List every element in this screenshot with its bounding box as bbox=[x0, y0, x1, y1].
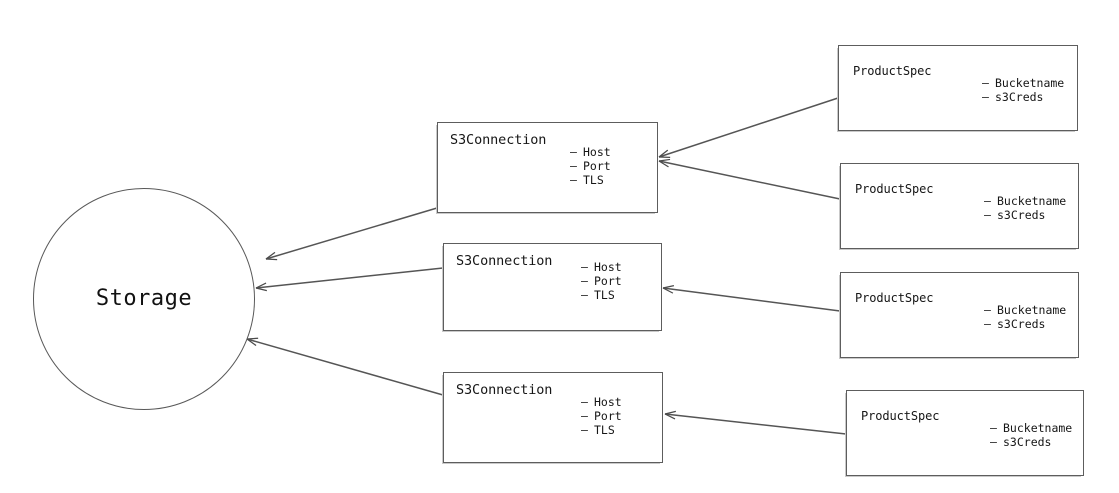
s3connection-node-1[interactable]: S3Connection –Host –Port –TLS bbox=[437, 122, 658, 213]
dash-icon: – bbox=[581, 288, 588, 302]
dash-icon: – bbox=[570, 159, 577, 173]
storage-circle-node[interactable]: Storage bbox=[33, 188, 255, 410]
attr-row: –Bucketname bbox=[982, 76, 1064, 90]
storage-label: Storage bbox=[95, 285, 193, 311]
productspec-node-3[interactable]: ProductSpec –Bucketname –s3Creds bbox=[840, 272, 1079, 358]
attr-label: Bucketname bbox=[1003, 421, 1073, 435]
arrow-group bbox=[246, 97, 847, 435]
attr-row: –s3Creds bbox=[990, 435, 1072, 449]
arrow-conn1-to-storage bbox=[265, 207, 438, 261]
productspec-title-4: ProductSpec bbox=[861, 409, 940, 423]
attr-label: s3Creds bbox=[997, 208, 1046, 222]
attr-row: –Host bbox=[581, 260, 622, 274]
attr-row: –Port bbox=[570, 159, 611, 173]
attr-row: –Bucketname bbox=[990, 421, 1072, 435]
dash-icon: – bbox=[581, 409, 588, 423]
dash-icon: – bbox=[990, 421, 997, 435]
s3connection-attrs-3: –Host –Port –TLS bbox=[581, 395, 622, 437]
productspec-title-3: ProductSpec bbox=[855, 291, 934, 305]
dash-icon: – bbox=[570, 173, 577, 187]
dash-icon: – bbox=[570, 145, 577, 159]
s3connection-node-3[interactable]: S3Connection –Host –Port –TLS bbox=[443, 372, 663, 463]
attr-row: –s3Creds bbox=[984, 317, 1066, 331]
s3connection-attrs-1: –Host –Port –TLS bbox=[570, 145, 611, 187]
productspec-attrs-3: –Bucketname –s3Creds bbox=[984, 303, 1066, 331]
attr-row: –Host bbox=[570, 145, 611, 159]
attr-row: –s3Creds bbox=[984, 208, 1066, 222]
productspec-node-2[interactable]: ProductSpec –Bucketname –s3Creds bbox=[840, 163, 1079, 249]
productspec-title-1: ProductSpec bbox=[853, 64, 932, 78]
dash-icon: – bbox=[581, 423, 588, 437]
productspec-attrs-1: –Bucketname –s3Creds bbox=[982, 76, 1064, 104]
arrow-spec2-to-conn1 bbox=[658, 158, 841, 200]
attr-label: Port bbox=[594, 409, 622, 423]
attr-row: –TLS bbox=[581, 423, 622, 437]
arrow-spec1-to-conn1 bbox=[658, 97, 839, 158]
attr-row: –Bucketname bbox=[984, 194, 1066, 208]
arrow-conn2-to-storage bbox=[255, 267, 444, 292]
attr-row: –Port bbox=[581, 274, 622, 288]
attr-label: s3Creds bbox=[1003, 435, 1052, 449]
attr-label: TLS bbox=[594, 288, 615, 302]
dash-icon: – bbox=[581, 395, 588, 409]
attr-label: Host bbox=[583, 145, 611, 159]
attr-label: TLS bbox=[583, 173, 604, 187]
attr-row: –TLS bbox=[581, 288, 622, 302]
attr-label: Host bbox=[594, 260, 622, 274]
dash-icon: – bbox=[982, 76, 989, 90]
attr-row: –Host bbox=[581, 395, 622, 409]
attr-row: –TLS bbox=[570, 173, 611, 187]
dash-icon: – bbox=[581, 260, 588, 274]
attr-label: s3Creds bbox=[995, 90, 1044, 104]
dash-icon: – bbox=[982, 90, 989, 104]
dash-icon: – bbox=[984, 194, 991, 208]
s3connection-title-1: S3Connection bbox=[450, 132, 547, 148]
s3connection-title-3: S3Connection bbox=[456, 382, 553, 398]
dash-icon: – bbox=[581, 274, 588, 288]
attr-label: Bucketname bbox=[995, 76, 1065, 90]
dash-icon: – bbox=[984, 303, 991, 317]
attr-label: Port bbox=[583, 159, 611, 173]
arrow-conn3-to-storage bbox=[246, 337, 444, 396]
productspec-node-4[interactable]: ProductSpec –Bucketname –s3Creds bbox=[846, 390, 1084, 476]
s3connection-node-2[interactable]: S3Connection –Host –Port –TLS bbox=[443, 243, 662, 331]
attr-label: Bucketname bbox=[997, 303, 1067, 317]
attr-label: Host bbox=[594, 395, 622, 409]
productspec-title-2: ProductSpec bbox=[855, 182, 934, 196]
attr-row: –s3Creds bbox=[982, 90, 1064, 104]
productspec-node-1[interactable]: ProductSpec –Bucketname –s3Creds bbox=[838, 45, 1078, 131]
productspec-attrs-4: –Bucketname –s3Creds bbox=[990, 421, 1072, 449]
arrow-spec4-to-conn3 bbox=[664, 410, 847, 435]
s3connection-title-2: S3Connection bbox=[456, 253, 553, 269]
dash-icon: – bbox=[984, 208, 991, 222]
s3connection-attrs-2: –Host –Port –TLS bbox=[581, 260, 622, 302]
attr-label: Port bbox=[594, 274, 622, 288]
attr-row: –Bucketname bbox=[984, 303, 1066, 317]
attr-label: TLS bbox=[594, 423, 615, 437]
dash-icon: – bbox=[984, 317, 991, 331]
attr-label: s3Creds bbox=[997, 317, 1046, 331]
attr-label: Bucketname bbox=[997, 194, 1067, 208]
arrow-spec3-to-conn2 bbox=[662, 284, 841, 312]
dash-icon: – bbox=[990, 435, 997, 449]
attr-row: –Port bbox=[581, 409, 622, 423]
productspec-attrs-2: –Bucketname –s3Creds bbox=[984, 194, 1066, 222]
